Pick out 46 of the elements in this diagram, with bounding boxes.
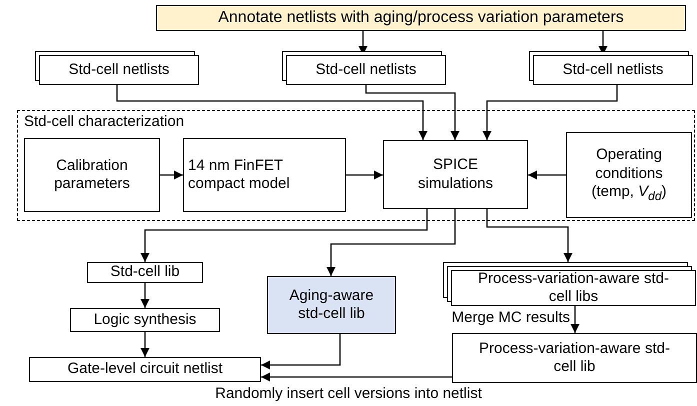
arrow: [326, 209, 456, 276]
process-box: [87, 262, 203, 283]
box-text: Aging-aware std-cell lib: [288, 286, 375, 324]
process-box: [183, 138, 346, 212]
box-text: Std-cell netlists: [316, 60, 416, 80]
process-box: [566, 132, 692, 218]
box-text: Std-cell netlists: [562, 60, 664, 80]
box-text: Operating conditions (temp, V$_{dd}$): [590, 146, 668, 204]
process-box: [452, 333, 697, 383]
arrow: [346, 170, 383, 180]
box-text: Std-cell netlists: [68, 60, 170, 80]
arrow: [365, 85, 460, 140]
arrow: [140, 283, 150, 308]
arrow: [261, 372, 452, 382]
stacked-document-box: [529, 51, 693, 85]
process-box: [24, 138, 160, 212]
box-text: Process-variation-aware std-cell libs: [477, 270, 670, 306]
group-title: Std-cell characterization: [24, 113, 184, 130]
annotation-box: [156, 5, 686, 31]
box-text: Logic synthesis: [94, 310, 196, 330]
process-box: [29, 357, 261, 382]
process-box: [383, 140, 528, 209]
arrow: [140, 209, 428, 262]
note-text: Randomly insert cell versions into netlist: [214, 385, 483, 402]
arrow: [570, 306, 580, 333]
box-text: 14 nm FinFET compact model: [188, 156, 291, 194]
process-box: [267, 276, 396, 334]
box-text: Std-cell lib: [110, 263, 180, 282]
process-box: [70, 308, 220, 332]
box-text: Calibration parameters: [53, 156, 131, 194]
arrow: [160, 170, 183, 180]
box-text: SPICE simulations: [416, 156, 494, 193]
box-text: Process-variation-aware std-cell lib: [478, 340, 671, 376]
arrow: [528, 170, 566, 180]
box-text: Annotate netlists with aging/process variation parameters: [218, 8, 624, 28]
arrow: [140, 332, 150, 357]
stacked-document-box: [443, 262, 696, 306]
box-text: Gate-level circuit netlist: [67, 360, 223, 379]
arrow: [486, 209, 572, 262]
stacked-document-box: [35, 51, 199, 85]
stacked-document-box: [282, 51, 446, 85]
arrow: [116, 85, 428, 140]
dashed-group-frame: [17, 110, 695, 221]
edge-label: Merge MC results: [452, 309, 570, 326]
arrow: [261, 334, 341, 370]
arrow: [482, 85, 618, 140]
